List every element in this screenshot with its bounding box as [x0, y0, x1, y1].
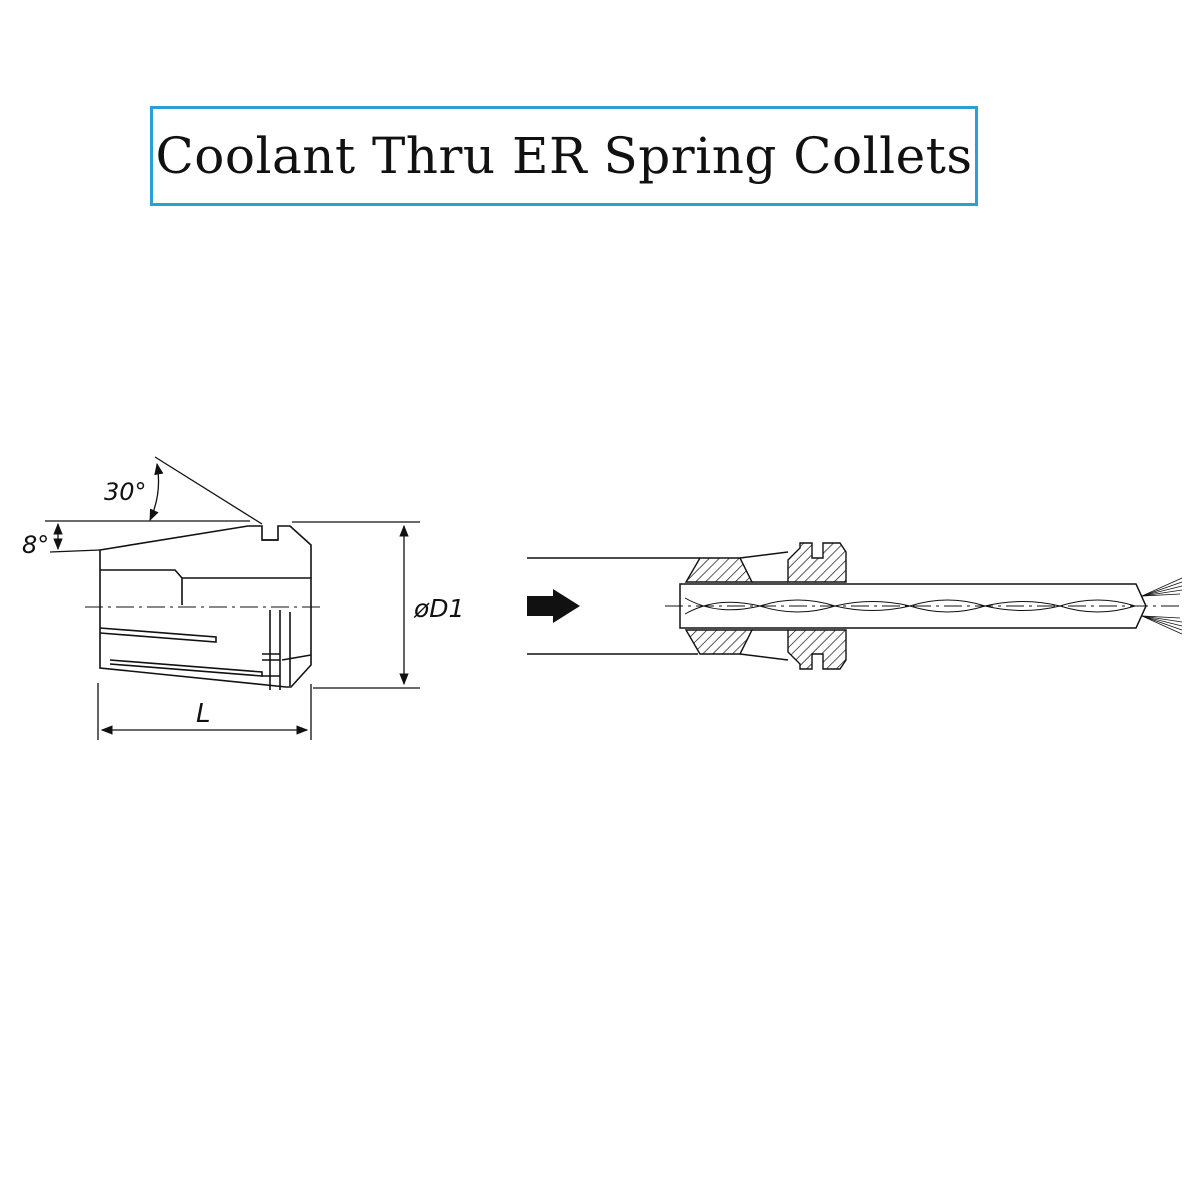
collet-side-view: [99, 525, 312, 690]
collet-slot-1: [99, 627, 217, 643]
length-dimension: [97, 683, 312, 740]
page-title: Coolant Thru ER Spring Collets: [155, 127, 973, 185]
arrow-right-icon: [527, 589, 580, 623]
coolant-spray-icon: [1141, 577, 1183, 635]
title-box: Coolant Thru ER Spring Collets: [150, 106, 978, 206]
angle-30-label: 30°: [104, 478, 147, 506]
angle-8-dimension: [49, 522, 101, 553]
diameter-dimension: [292, 521, 420, 689]
holder-bore: [527, 557, 700, 655]
collet-outline: [99, 525, 312, 688]
angle-8-label: 8°: [22, 531, 49, 559]
length-label: L: [196, 699, 211, 729]
angle-30-dimension: [45, 456, 263, 525]
diameter-label: øD1: [413, 594, 464, 623]
collet-section-bottom: [684, 629, 847, 670]
collet-slot-2: [109, 659, 263, 677]
collet-section-top: [684, 542, 847, 583]
